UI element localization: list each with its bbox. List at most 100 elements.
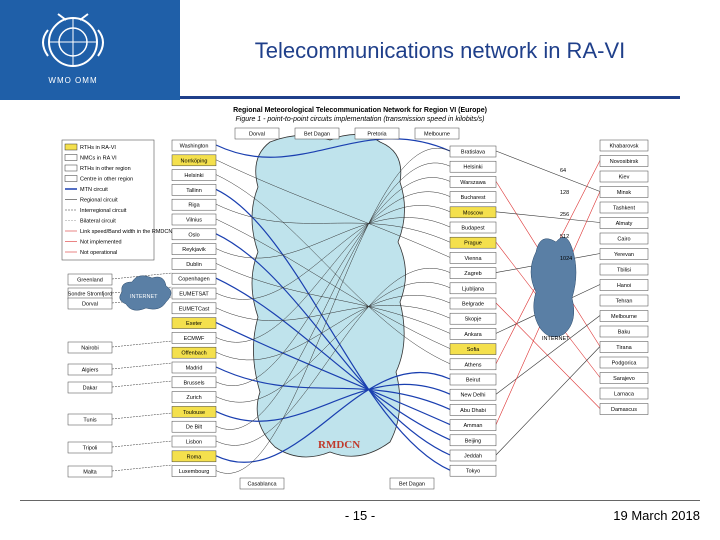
node-zurich: Zurich [171, 391, 217, 403]
node-far-tashkent: Tashkent [599, 201, 649, 214]
circuit-line [215, 281, 451, 403]
circuit-line [215, 177, 451, 386]
node-far-minsk: Minsk [599, 186, 649, 198]
node-label: Norrköping [181, 158, 208, 164]
legend-label: Bilateral circuit [80, 219, 116, 225]
node-outer-malta: Malta [67, 465, 113, 478]
node-label: Baku [618, 330, 631, 336]
wmo-emblem-icon [42, 13, 104, 67]
bilateral-line [111, 440, 173, 448]
node-label: Almaty [616, 221, 633, 227]
node-outer-greenland: Greenland [67, 273, 113, 286]
logo-text: WMO OMM [48, 76, 98, 85]
legend-label: Not operational [80, 250, 117, 256]
bilateral-line [111, 464, 173, 472]
header-band: WMO OMM [0, 0, 180, 100]
node-label: Dorval [249, 132, 265, 138]
node-outer-nairobi: Nairobi [67, 341, 113, 354]
node-label: Lisbon [186, 440, 202, 446]
circuit-line [215, 371, 451, 463]
node-top-bet-dagan: Bet Dagan [294, 127, 340, 140]
node-outer-sondre-stromfjord: Sondre Stromfjord [68, 287, 113, 300]
node-abu-dhabi: Abu Dhabi [449, 404, 497, 416]
page-number: - 15 - [344, 508, 376, 523]
node-bratislava: Bratislava [449, 145, 497, 158]
node-far-hanoi: Hanoi [599, 279, 649, 291]
node-label: Beijing [465, 438, 482, 444]
node-label: Toulouse [183, 410, 205, 416]
node-label: Copenhagen [178, 277, 210, 283]
node-moscow: Moscow [449, 206, 497, 219]
node-label: Tirana [616, 345, 632, 351]
internet-cloud-right [530, 236, 577, 338]
interregional-line [495, 150, 601, 192]
node-far-tehran: Tehran [599, 294, 649, 307]
circuit-line [215, 322, 451, 426]
node-outer-tripoli: Tripoli [67, 441, 113, 454]
node-label: Roma [187, 454, 203, 460]
node-label: Melbourne [424, 132, 450, 138]
node-label: Khabarovsk [609, 144, 638, 150]
node-label: Cairo [617, 237, 630, 243]
interregional-line [495, 346, 601, 456]
node-label: Prague [464, 241, 482, 247]
node-offenbach: Offenbach [171, 346, 217, 359]
network-diagram: Regional Meteorological Telecommunicatio… [60, 102, 660, 492]
legend-label: NMCs in RA VI [80, 156, 117, 162]
node-far-melbourne: Melbourne [599, 310, 649, 322]
node-label: Bet Dagan [304, 132, 330, 138]
node-vilnius: Vilnius [171, 213, 217, 226]
rmdcn-cloud [251, 134, 406, 458]
node-ecmwf: ECMWF [171, 332, 217, 344]
legend-label: Interregional circuit [80, 208, 127, 214]
legend-item: Not operational [65, 250, 117, 256]
diagram-caption-subtitle: Figure 1 - point-to-point circuits imple… [236, 116, 485, 123]
node-outer-algiers: Algiers [67, 363, 113, 376]
node-luxembourg: Luxembourg [171, 465, 217, 477]
circuit-line [215, 217, 451, 259]
legend-label: MTN circuit [80, 187, 108, 193]
node-top-melbourne: Melbourne [414, 127, 460, 140]
node-label: Madrid [186, 366, 203, 372]
node-label: Belgrade [462, 302, 484, 308]
interregional-line [495, 302, 601, 409]
node-riga: Riga [171, 198, 217, 211]
node-label: Reykjavik [182, 247, 206, 253]
network-diagram-svg: Regional Meteorological Telecommunicatio… [60, 102, 660, 492]
node-far-cairo: Cairo [599, 232, 649, 245]
node-top-pretoria: Pretoria [354, 127, 400, 140]
node-label: Pretoria [367, 132, 387, 138]
node-roma: Roma [171, 450, 217, 463]
node-label: Melbourne [611, 314, 637, 320]
node-label: Kiev [619, 175, 630, 181]
legend-item: RTHs in RA-VI [64, 143, 116, 151]
circuit-line [215, 277, 451, 441]
node-far-novosibirsk: Novosibirsk [599, 155, 649, 167]
node-label: Sondre Stromfjord [68, 292, 113, 298]
node-top-dorval: Dorval [234, 127, 280, 140]
node-far-almaty: Almaty [599, 217, 649, 229]
node-far-baku: Baku [599, 325, 649, 338]
node-label: Greenland [77, 278, 103, 284]
node-brussels: Brussels [171, 376, 217, 389]
node-label: Budapest [461, 226, 485, 232]
node-label: Tehran [616, 299, 633, 305]
node-label: EUMETSAT [179, 292, 209, 298]
circuit-line [215, 205, 451, 300]
circuit-line [215, 138, 451, 158]
node-ankara: Ankara [449, 328, 497, 340]
circuit-line [215, 162, 451, 430]
circuit-line [215, 383, 451, 422]
node-label: Nairobi [81, 346, 98, 352]
speed-label: 64 [560, 168, 566, 174]
node-label: Hanoi [617, 283, 631, 289]
circuit-line [215, 305, 451, 321]
node-label: Tallinn [186, 188, 202, 194]
node-label: Luxembourg [179, 469, 210, 475]
node-label: Dublin [186, 262, 202, 268]
node-label: Bet Dagan [399, 482, 425, 488]
node-belgrade: Belgrade [449, 297, 497, 310]
node-far-tirana: Tirana [599, 341, 649, 353]
circuit-line [215, 295, 451, 361]
node-label: Zurich [186, 395, 201, 401]
